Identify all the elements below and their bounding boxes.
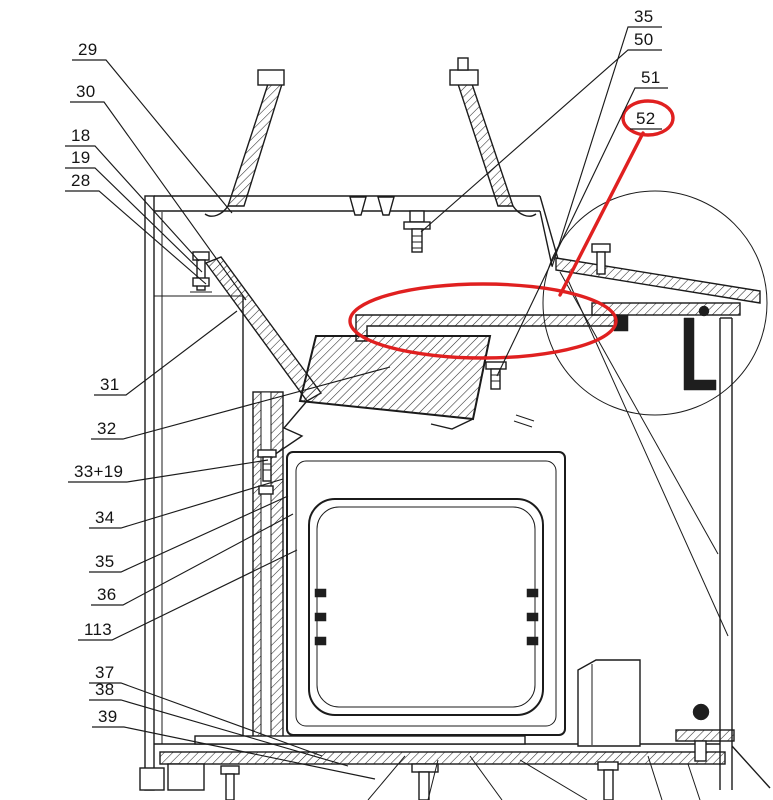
baffle-bolt: [485, 361, 535, 428]
door-frame-column: [252, 391, 308, 745]
glass-clips: [314, 588, 539, 646]
callout-label: 19: [71, 148, 91, 167]
top-panel-fasteners: [349, 196, 431, 253]
callout-label: 35: [634, 7, 654, 26]
leader-line: [89, 682, 323, 757]
leader-line: [420, 49, 662, 233]
callout-label: 32: [97, 419, 117, 438]
callout-label: 31: [100, 375, 120, 394]
base-assembly: [154, 735, 726, 800]
leader-line: [78, 549, 298, 641]
callout-28: 28: [65, 171, 207, 285]
leader-line: [89, 699, 349, 767]
leader-line: [68, 459, 269, 483]
right-support-bracket: [577, 659, 771, 789]
stove-cross-section: [139, 57, 771, 800]
callout-31: 31: [94, 310, 238, 396]
callout-34: 34: [89, 478, 284, 529]
callout-label: 52: [636, 109, 656, 128]
leader-line: [94, 310, 238, 396]
callout-18: 18: [65, 126, 200, 262]
leader-line: [65, 145, 200, 262]
callout-label: 34: [95, 508, 115, 527]
callout-30: 30: [70, 82, 247, 301]
red-highlight: [348, 99, 675, 360]
leader-line: [496, 87, 668, 377]
callout-19: 19: [65, 148, 203, 273]
leader-line: [65, 190, 207, 285]
leader-line: [92, 726, 376, 780]
right-bracket-assembly: [542, 190, 768, 790]
leader-line: [72, 59, 233, 214]
leader-line: [91, 513, 294, 606]
callout-label: 33+19: [74, 462, 123, 481]
callout-36: 36: [91, 513, 294, 606]
highlight-ellipse: [348, 282, 618, 360]
callout-33-19: 33+19: [68, 459, 269, 483]
callout-label: 36: [97, 585, 117, 604]
callout-label: 29: [78, 40, 98, 59]
firebox-window: [286, 451, 566, 736]
leader-line: [65, 167, 203, 273]
callout-32: 32: [91, 366, 391, 440]
detail-circle: [542, 190, 768, 416]
leader-line: [70, 101, 247, 301]
callout-label: 28: [71, 171, 91, 190]
callout-label: 39: [98, 707, 118, 726]
leader-line: [551, 26, 662, 268]
callout-35-top: 35: [551, 7, 662, 268]
leader-line: [89, 495, 289, 573]
callout-38: 38: [89, 680, 349, 767]
callout-39: 39: [92, 707, 376, 780]
left-wall-bolt: [190, 251, 212, 293]
callout-35-left: 35: [89, 495, 289, 573]
highlight-leader: [558, 131, 645, 297]
callout-label: 113: [84, 620, 112, 639]
callout-label: 37: [95, 663, 115, 682]
callout-label: 18: [71, 126, 91, 145]
callout-label: 50: [634, 30, 654, 49]
flue-collar: [204, 57, 537, 217]
leader-line: [89, 478, 284, 529]
callout-113: 113: [78, 549, 298, 641]
callout-52: 52: [630, 109, 662, 130]
callout-29: 29: [72, 40, 233, 214]
callout-51: 51: [496, 68, 668, 377]
label-52-circle: [621, 99, 675, 137]
callout-label: 51: [641, 68, 661, 87]
callout-37: 37: [89, 663, 323, 757]
callout-label: 30: [76, 82, 96, 101]
sloped-deflector-plate: [204, 256, 323, 402]
callout-label: 38: [95, 680, 115, 699]
callouts: 29 30 18 19 28 31 32 33+19: [65, 7, 668, 780]
outer-cabinet: [139, 195, 559, 791]
callout-50: 50: [420, 30, 662, 233]
callout-label: 35: [95, 552, 115, 571]
leader-line: [91, 366, 391, 440]
